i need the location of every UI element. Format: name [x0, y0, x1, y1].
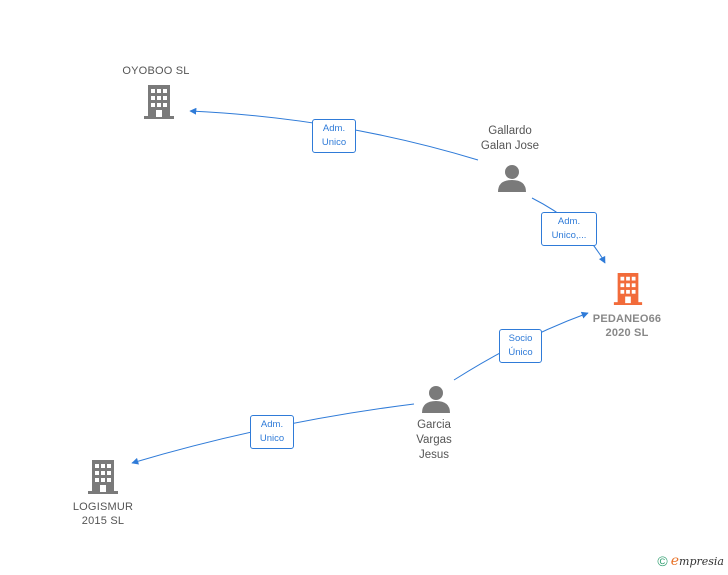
- building-icon[interactable]: [86, 459, 120, 495]
- brand-name: mpresia: [679, 555, 724, 568]
- gallardo-name-line2: Galan Jose: [480, 140, 540, 152]
- edge-label-line2: Unico: [259, 433, 285, 444]
- node-label-logismur: LOGISMUR 2015 SL: [53, 500, 153, 528]
- edge-label-line2: Unico: [321, 137, 347, 148]
- building-icon[interactable]: [612, 271, 644, 307]
- copyright-icon: ©: [657, 553, 668, 569]
- brand-initial: e: [670, 553, 680, 569]
- logismur-name-line1: LOGISMUR: [72, 501, 134, 513]
- gallardo-name-line1: Gallardo: [488, 125, 532, 137]
- node-label-oyoboo: OYOBOO SL: [106, 64, 206, 78]
- edge-label-garcia-pedaneo[interactable]: Socio Único: [499, 329, 542, 363]
- edge-label-line1: Adm.: [557, 216, 581, 227]
- node-label-pedaneo: PEDANEO66 2020 SL: [580, 312, 674, 340]
- edge-label-garcia-logismur[interactable]: Adm. Unico: [250, 415, 294, 449]
- edge-label-gallardo-oyoboo[interactable]: Adm. Unico: [312, 119, 356, 153]
- node-label-gallardo: Gallardo Galan Jose: [460, 124, 560, 154]
- garcia-name-line2: Vargas: [416, 434, 452, 446]
- edge-label-line2: Unico,...: [551, 230, 587, 241]
- node-label-garcia: Garcia Vargas Jesus: [384, 418, 484, 463]
- person-icon[interactable]: [421, 384, 451, 414]
- edge-label-gallardo-pedaneo[interactable]: Adm. Unico,...: [541, 212, 597, 246]
- pedaneo-name-line1: PEDANEO66: [592, 313, 662, 325]
- garcia-name-line1: Garcia: [417, 419, 451, 431]
- empresia-logo[interactable]: ©empresia: [657, 553, 724, 569]
- edge-label-line1: Adm.: [322, 123, 346, 134]
- logismur-name-line2: 2015 SL: [81, 515, 125, 527]
- pedaneo-name-line2: 2020 SL: [605, 327, 649, 339]
- edge-label-line1: Socio: [508, 333, 533, 344]
- building-icon[interactable]: [142, 84, 176, 120]
- garcia-name-line3: Jesus: [418, 449, 450, 461]
- edge-label-line1: Adm.: [260, 419, 284, 430]
- edge-label-line2: Único: [508, 347, 533, 358]
- oyoboo-name: OYOBOO SL: [122, 65, 190, 77]
- person-icon[interactable]: [497, 163, 527, 193]
